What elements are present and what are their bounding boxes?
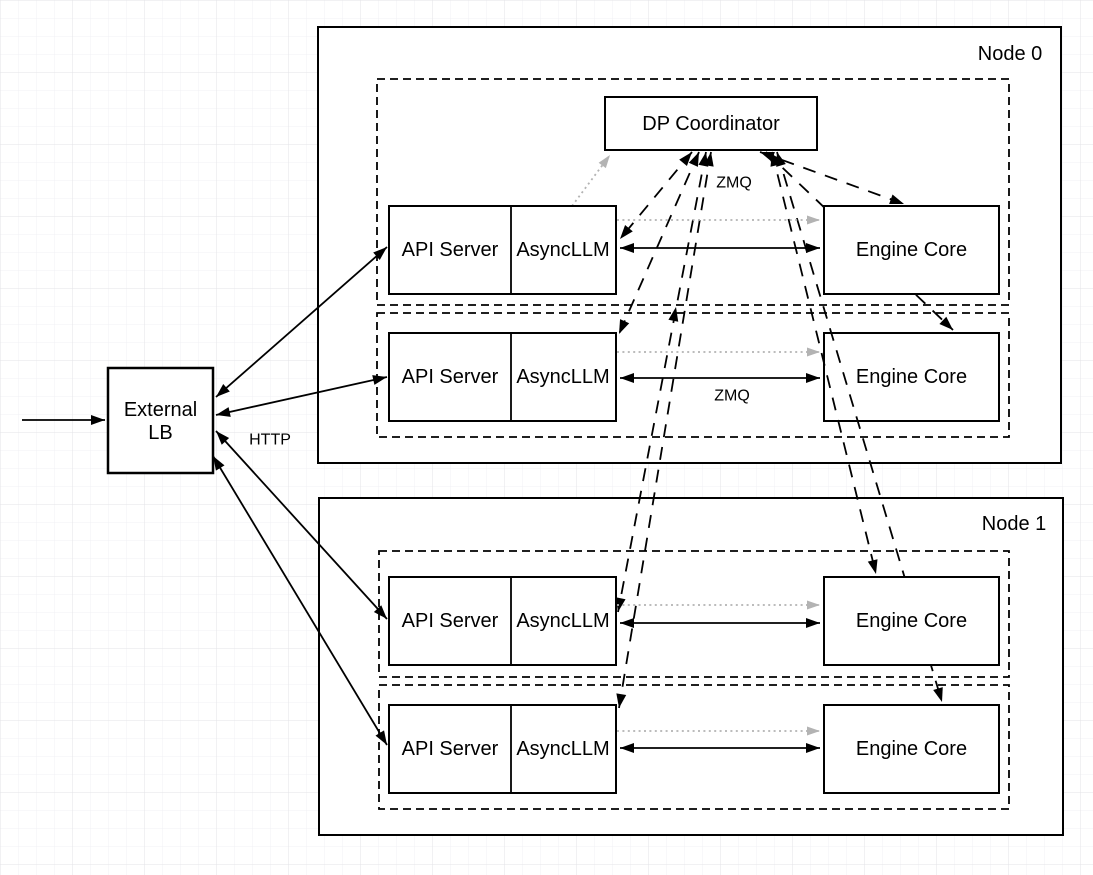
api-async-rect — [388, 704, 617, 794]
dp-coordinator-label: DP Coordinator — [642, 113, 780, 135]
asyncllm-label: AsyncLLM — [516, 239, 609, 261]
api-server-label: API Server — [402, 610, 499, 632]
engine-core-label-node0-rank0: Engine Core — [856, 239, 967, 261]
external-lb-label-line1: External — [124, 399, 197, 421]
asyncllm-label: AsyncLLM — [516, 610, 609, 632]
engine-core-box-node0-rank0 — [823, 205, 1000, 295]
zmq-label-rank1: ZMQ — [714, 388, 750, 405]
api-async-box-node1-rank1: API Server AsyncLLM — [388, 704, 617, 794]
api-server-label: API Server — [402, 738, 499, 760]
http-label: HTTP — [249, 432, 291, 449]
api-async-rect — [388, 332, 617, 422]
external-lb-box — [106, 366, 215, 475]
node1-label: Node 1 — [982, 513, 1047, 535]
api-async-box-node0-rank0: API Server AsyncLLM — [388, 205, 617, 295]
asyncllm-label: AsyncLLM — [516, 738, 609, 760]
node0-label: Node 0 — [978, 43, 1043, 65]
asyncllm-label: AsyncLLM — [516, 366, 609, 388]
engine-core-box-node1-rank1 — [823, 704, 1000, 794]
http-arrow-lb-api-node1-rank1 — [212, 455, 388, 746]
api-server-label: API Server — [402, 239, 499, 261]
api-async-rect — [388, 205, 617, 295]
http-arrow-lb-api-node0-rank0 — [215, 246, 388, 398]
dp-coordinator-box — [604, 96, 818, 151]
http-arrow-lb-api-node0-rank1 — [215, 375, 388, 417]
engine-core-label-node1-rank1: Engine Core — [856, 738, 967, 760]
engine-core-box-node1-rank0 — [823, 576, 1000, 666]
api-server-label: API Server — [402, 366, 499, 388]
api-async-box-node0-rank1: API Server AsyncLLM — [388, 332, 617, 422]
api-async-rect — [388, 576, 617, 666]
engine-core-label-node1-rank0: Engine Core — [856, 610, 967, 632]
api-async-box-node1-rank0: API Server AsyncLLM — [388, 576, 617, 666]
external-lb-label-line2: LB — [148, 422, 172, 444]
engine-core-label-node0-rank1: Engine Core — [856, 366, 967, 388]
zmq-label-rank0: ZMQ — [716, 175, 752, 192]
mid-arrowhead-up-icon — [668, 307, 679, 322]
